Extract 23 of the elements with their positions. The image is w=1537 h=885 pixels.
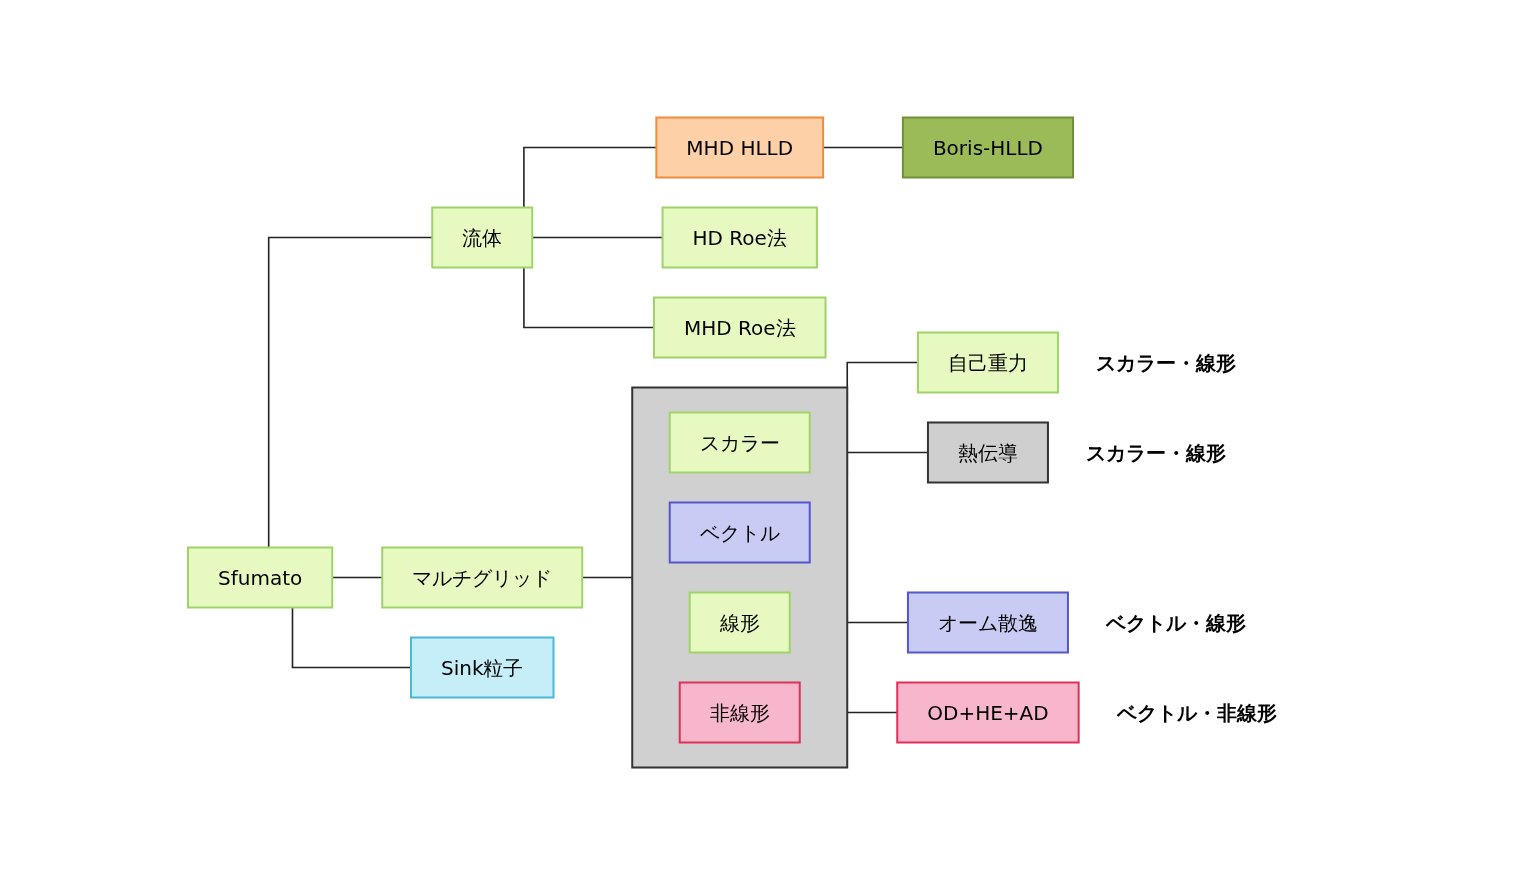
node-box: オーム散逸 <box>907 591 1070 654</box>
node-box: ベクトル <box>668 501 811 564</box>
node-box: OD+HE+AD <box>896 681 1080 744</box>
node-box: Sfumato <box>187 546 334 609</box>
node-box: スカラー <box>668 411 811 474</box>
cluster <box>631 386 849 769</box>
node-box: MHD Roe法 <box>653 296 827 359</box>
node-box: Sink粒子 <box>410 636 555 699</box>
node-box: Boris-HLLD <box>902 116 1075 179</box>
node-box: HD Roe法 <box>661 206 819 269</box>
node-box: 自己重力 <box>917 331 1060 394</box>
node-box: 熱伝導 <box>927 421 1050 484</box>
connector <box>523 266 655 329</box>
node-label: スカラー・線形 <box>1096 350 1237 375</box>
node-label: ベクトル・線形 <box>1106 610 1247 635</box>
connector <box>291 606 412 669</box>
node-label: ベクトル・非線形 <box>1116 700 1277 725</box>
node-label: スカラー・線形 <box>1086 440 1227 465</box>
node-box: 線形 <box>688 591 791 654</box>
node-box: 非線形 <box>678 681 801 744</box>
node-box: 流体 <box>431 206 534 269</box>
node-box: MHD HLLD <box>655 116 825 179</box>
node-box: マルチグリッド <box>381 546 584 609</box>
